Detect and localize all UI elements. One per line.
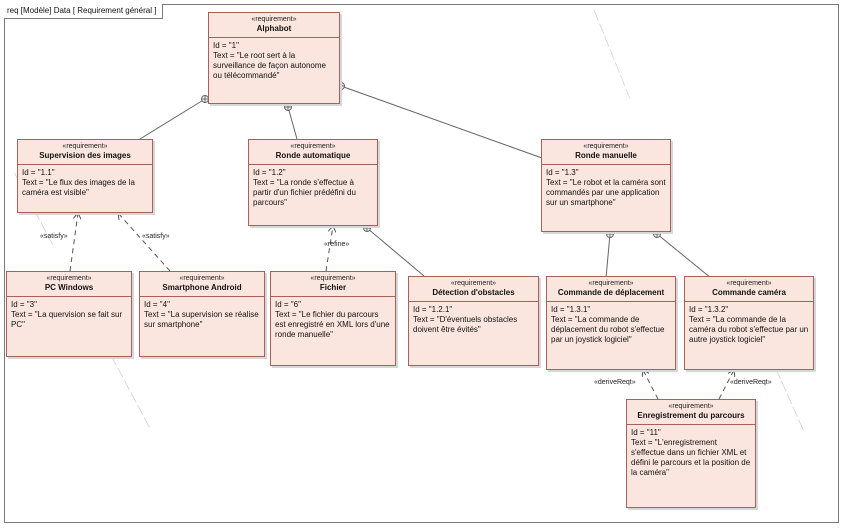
- requirement-id: Id = "1.2": [253, 168, 286, 177]
- requirement-name: Commande caméra: [712, 288, 786, 297]
- requirement-id: Id = "1.3": [546, 168, 579, 177]
- requirement-supervision-images[interactable]: «requirement» Supervision des images Id …: [17, 139, 153, 213]
- requirement-name: Enregistrement du parcours: [637, 411, 745, 420]
- stereotype: «requirement»: [583, 143, 629, 150]
- requirement-id: Id = "1": [213, 41, 239, 50]
- requirement-id: Id = "1.1": [22, 168, 55, 177]
- requirement-alphabot[interactable]: «requirement» Alphabot Id = "1" Text = "…: [208, 12, 340, 104]
- requirement-text: Text = "La commande de la caméra du robo…: [689, 315, 809, 344]
- requirement-detection-obstacles[interactable]: «requirement» Détection d'obstacles Id =…: [408, 276, 539, 366]
- requirement-name: Commande de déplacement: [557, 288, 665, 297]
- stereotype: «requirement»: [46, 275, 92, 282]
- stereotype: «requirement»: [310, 275, 356, 282]
- satisfy-label-pc: «satisfy»: [40, 233, 68, 240]
- containment-1-1-1: [139, 95, 209, 140]
- stereotype: «requirement»: [726, 280, 772, 287]
- requirement-id: Id = "1.3.2": [689, 305, 729, 314]
- refine-label: «refine»: [324, 241, 349, 248]
- satisfy-arrow-pc: [69, 213, 78, 272]
- containment-1-3-1-3-1: [605, 230, 614, 279]
- requirement-id: Id = "4": [144, 300, 170, 309]
- requirement-pc-windows[interactable]: «requirement» PC Windows Id = "3" Text =…: [6, 271, 132, 357]
- requirement-text: Text = "Le fichier du parcours est enreg…: [275, 310, 390, 339]
- requirement-name: Smartphone Android: [162, 283, 242, 292]
- requirement-enregistrement-parcours[interactable]: «requirement» Enregistrement du parcours…: [626, 399, 756, 508]
- requirement-ronde-manuelle[interactable]: «requirement» Ronde manuelle Id = "1.3" …: [541, 139, 671, 232]
- requirement-ronde-automatique[interactable]: «requirement» Ronde automatique Id = "1.…: [248, 139, 378, 226]
- requirement-name: Ronde manuelle: [575, 151, 637, 160]
- requirement-text: Text = "Le root sert à la surveillance d…: [213, 51, 326, 80]
- requirement-text: Text = "D'éventuels obstacles doivent êt…: [413, 315, 518, 334]
- requirement-id: Id = "11": [631, 428, 661, 437]
- requirement-id: Id = "1.3.1": [551, 305, 591, 314]
- requirement-text: Text = "La commande de déplacement du ro…: [551, 315, 665, 344]
- stereotype: «requirement»: [179, 275, 225, 282]
- requirement-name: Détection d'obstacles: [432, 288, 515, 297]
- requirement-id: Id = "6": [275, 300, 301, 309]
- requirement-text: Text = "La quervision se fait sur PC": [11, 310, 123, 329]
- stereotype: «requirement»: [668, 403, 714, 410]
- derive-arrow-deplacement: [643, 370, 659, 400]
- requirement-name: Ronde automatique: [275, 151, 351, 160]
- stereotype: «requirement»: [251, 16, 297, 23]
- stereotype: «requirement»: [588, 280, 634, 287]
- derive-arrow-camera: [718, 370, 734, 400]
- requirement-id: Id = "3": [11, 300, 37, 309]
- requirement-id: Id = "1.2.1": [413, 305, 453, 314]
- requirement-name: PC Windows: [44, 283, 94, 292]
- requirement-name: Fichier: [319, 283, 347, 292]
- containment-1-2-1-2-1: [363, 224, 425, 277]
- containment-1-1-2: [284, 103, 298, 140]
- containment-1-3-1-3-2: [653, 230, 712, 279]
- diagram-frame: [4, 4, 839, 523]
- derive-label-deplacement: «deriveReqt»: [594, 379, 636, 386]
- satisfy-arrow-smartphone: [118, 213, 171, 272]
- requirement-text: Text = "La ronde s'effectue à partir d'u…: [253, 178, 356, 207]
- requirement-fichier[interactable]: «requirement» Fichier Id = "6" Text = "L…: [270, 271, 396, 366]
- satisfy-label-smartphone: «satisfy»: [142, 233, 170, 240]
- requirement-smartphone-android[interactable]: «requirement» Smartphone Android Id = "4…: [139, 271, 265, 357]
- requirement-commande-deplacement[interactable]: «requirement» Commande de déplacement Id…: [546, 276, 676, 370]
- stereotype: «requirement»: [290, 143, 336, 150]
- frame-label: req [Modèle] Data [ Requirement général …: [4, 4, 164, 19]
- requirement-text: Text = "Le robot et la caméra sont comma…: [546, 178, 666, 207]
- refine-arrow-fichier: [325, 226, 333, 272]
- requirement-text: Text = "La supervision se réalise sur sm…: [144, 310, 259, 329]
- requirement-commande-camera[interactable]: «requirement» Commande caméra Id = "1.3.…: [684, 276, 814, 370]
- requirement-text: Text = "L'enregistrement s'effectue dans…: [631, 438, 751, 477]
- requirement-text: Text = "Le flux des images de la caméra …: [22, 178, 135, 197]
- requirement-name: Supervision des images: [39, 151, 131, 160]
- stereotype: «requirement»: [62, 143, 108, 150]
- stereotype: «requirement»: [450, 280, 497, 287]
- requirement-name: Alphabot: [256, 24, 292, 33]
- derive-label-camera: «deriveReqt»: [730, 379, 772, 386]
